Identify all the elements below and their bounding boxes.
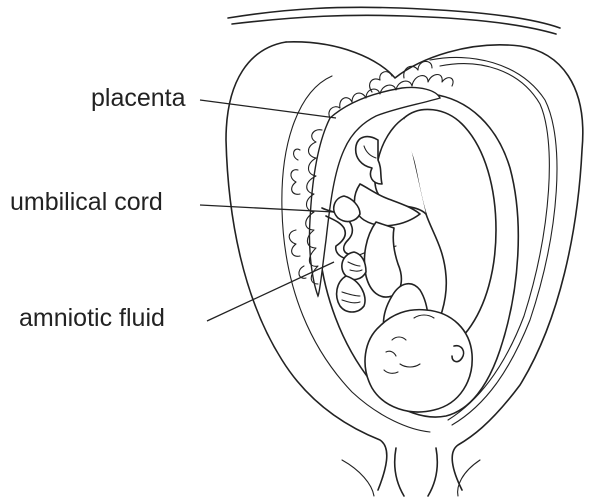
fetus: [334, 109, 496, 412]
abdominal-wall-lines: [228, 7, 560, 34]
label-placenta: placenta: [91, 86, 186, 111]
leader-line-amniotic-fluid: [207, 262, 334, 321]
leader-line-placenta: [200, 100, 336, 118]
label-amniotic-fluid: amniotic fluid: [19, 306, 165, 331]
label-umbilical-cord: umbilical cord: [10, 190, 163, 215]
